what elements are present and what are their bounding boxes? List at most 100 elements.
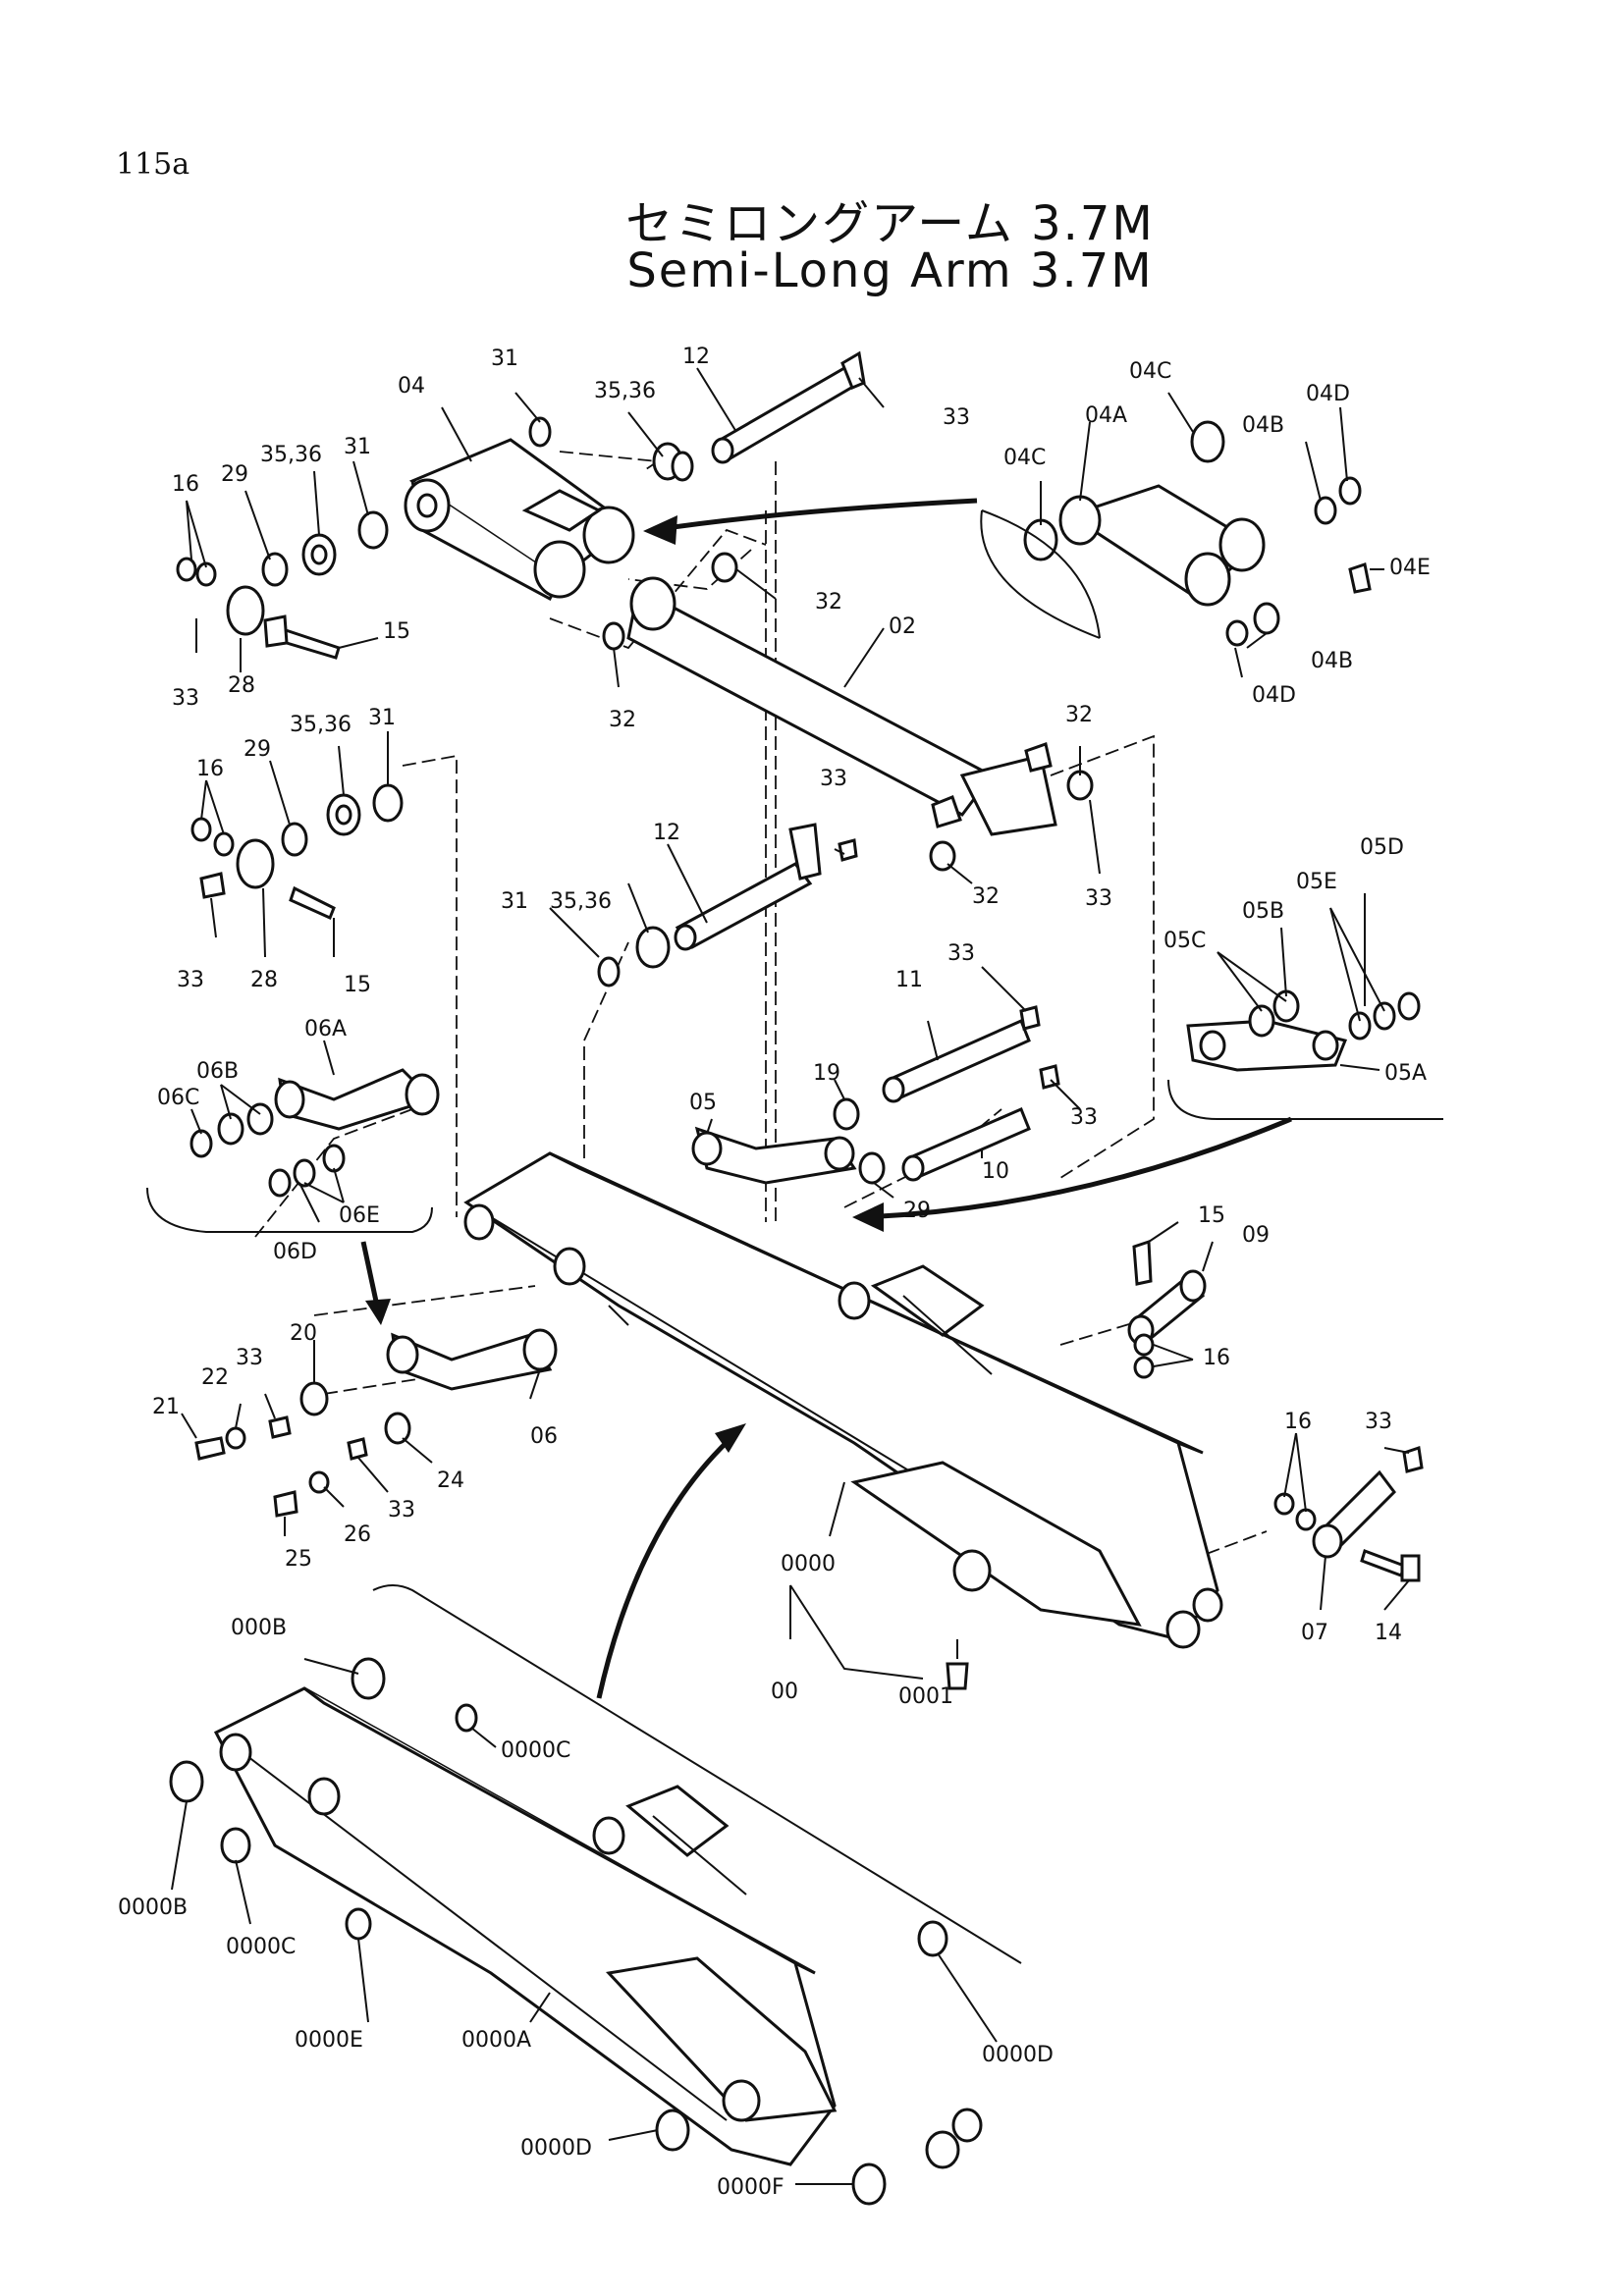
part-label: 06D — [273, 1240, 317, 1264]
part-label: 15 — [1198, 1203, 1225, 1228]
part-label: 21 — [152, 1395, 180, 1419]
part-label: 24 — [437, 1468, 464, 1493]
part-label: 33 — [1365, 1410, 1392, 1434]
middle-left-hardware — [190, 783, 404, 921]
pin-09 — [1127, 1239, 1207, 1379]
part-label: 00 — [771, 1680, 798, 1704]
part-label: 0000E — [295, 2028, 363, 2053]
link-05 — [691, 1126, 857, 1185]
bolt-15-top — [263, 614, 341, 660]
part-label: 32 — [609, 708, 636, 732]
part-label: 32 — [815, 590, 842, 614]
part-label: 11 — [895, 968, 923, 992]
part-label: 0001 — [898, 1684, 953, 1709]
part-label: 31 — [368, 706, 396, 730]
part-label: 35,36 — [290, 713, 352, 737]
leader-lines — [171, 367, 1410, 2185]
part-label: 22 — [201, 1365, 229, 1390]
part-label: 29 — [903, 1199, 931, 1223]
part-label: 28 — [228, 673, 255, 698]
part-label: 05B — [1242, 899, 1284, 924]
pin-12-top — [711, 350, 866, 464]
part-label: 33 — [943, 405, 970, 430]
part-label: 31 — [501, 889, 528, 914]
part-label: 33 — [388, 1498, 415, 1522]
part-label: 04D — [1252, 683, 1296, 708]
part-label: 04E — [1389, 556, 1431, 580]
part-label: 0000D — [520, 2136, 592, 2161]
part-label: 05C — [1163, 929, 1206, 953]
part-labels: 04 31 35,36 12 33 16 29 35,36 31 15 33 2… — [118, 345, 1431, 2200]
part-label: 04D — [1306, 382, 1350, 406]
part-label: 33 — [820, 767, 847, 791]
part-label: 05D — [1360, 835, 1404, 860]
pin-12-middle — [597, 823, 858, 988]
part-label: 06E — [339, 1203, 380, 1228]
part-label: 35,36 — [550, 889, 612, 914]
part-label: 35,36 — [260, 443, 322, 467]
part-label: 0000F — [717, 2175, 784, 2200]
part-label: 04A — [1085, 403, 1127, 428]
part-label: 04C — [1003, 446, 1046, 470]
part-label: 06 — [530, 1424, 558, 1449]
part-label: 0000D — [982, 2043, 1054, 2067]
part-label: 19 — [813, 1061, 840, 1086]
part-label: 32 — [972, 884, 1000, 909]
part-label: 16 — [196, 757, 224, 781]
part-label: 33 — [172, 686, 199, 711]
title-english: Semi-Long Arm 3.7M — [626, 243, 1154, 298]
link-04A-inset — [980, 420, 1372, 647]
main-arm-0000 — [463, 1151, 1223, 1649]
part-label: 32 — [1065, 703, 1093, 727]
part-label: 29 — [243, 737, 271, 762]
part-label: 33 — [1085, 886, 1112, 911]
arm-assembly-0000A — [169, 1584, 1022, 2206]
part-label: 12 — [682, 345, 710, 369]
assembly-guide-lines — [254, 451, 1268, 1562]
part-label: 04B — [1242, 413, 1284, 438]
part-label: 28 — [250, 968, 278, 992]
part-label: 0000B — [118, 1896, 188, 1920]
part-label: 33 — [236, 1346, 263, 1370]
part-label: 0000 — [781, 1552, 836, 1576]
part-label: 16 — [1203, 1346, 1230, 1370]
callout-arrows — [360, 498, 1292, 1699]
link-04 — [404, 438, 635, 602]
part-label: 09 — [1242, 1223, 1270, 1248]
cylinder-02 — [602, 552, 1094, 872]
part-label: 29 — [221, 462, 248, 487]
part-label: 0000C — [226, 1935, 296, 1959]
washers-rings-top — [176, 416, 694, 636]
part-label: 05E — [1296, 870, 1337, 894]
part-label: 04C — [1129, 359, 1171, 384]
part-label: 33 — [177, 968, 204, 992]
part-label: 25 — [285, 1547, 312, 1572]
part-label: 02 — [889, 614, 916, 639]
part-label: 0000C — [501, 1738, 570, 1763]
part-label: 0000A — [461, 2028, 531, 2053]
pins-10-11 — [833, 1005, 1060, 1185]
grease-fitting-0001 — [946, 1639, 969, 1690]
part-label: 05A — [1384, 1061, 1427, 1086]
part-label: 20 — [290, 1321, 317, 1346]
part-label: 10 — [982, 1159, 1009, 1184]
part-label: 000B — [231, 1616, 287, 1640]
part-label: 33 — [947, 941, 975, 966]
pin-07 — [1273, 1446, 1424, 1582]
part-label: 05 — [689, 1091, 717, 1115]
part-label: 16 — [172, 472, 199, 497]
part-label: 06C — [157, 1086, 199, 1110]
part-label: 06B — [196, 1059, 239, 1084]
part-label: 31 — [344, 435, 371, 459]
part-label: 14 — [1375, 1621, 1402, 1645]
part-label: 26 — [344, 1522, 371, 1547]
part-label: 04 — [398, 374, 425, 399]
page-number: 115a — [116, 147, 190, 182]
part-label: 04B — [1311, 649, 1353, 673]
part-label: 16 — [1284, 1410, 1312, 1434]
part-label: 07 — [1301, 1621, 1328, 1645]
link-06A-inset — [146, 1068, 440, 1233]
part-label: 15 — [383, 619, 410, 644]
title-japanese: セミロングアーム 3.7M — [625, 196, 1155, 251]
